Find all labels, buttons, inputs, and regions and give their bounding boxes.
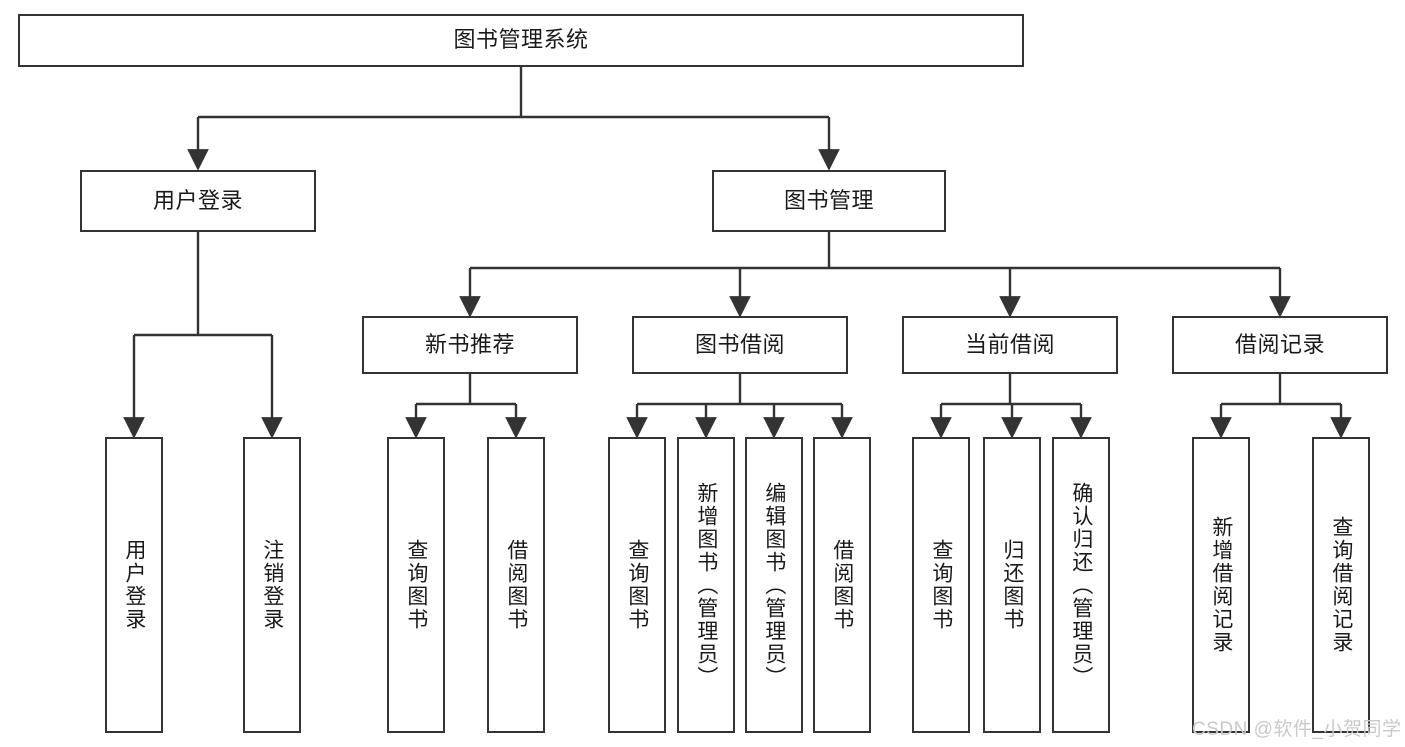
node-leaf-query-book-3[interactable]: 查询图书	[912, 437, 970, 733]
node-leaf-query-record[interactable]: 查询借阅记录	[1312, 437, 1370, 733]
node-leaf-add-record-label: 新增借阅记录	[1209, 516, 1233, 654]
node-current-borrow[interactable]: 当前借阅	[902, 316, 1118, 374]
node-new-book-rec[interactable]: 新书推荐	[362, 316, 578, 374]
node-leaf-logout[interactable]: 注销登录	[243, 437, 301, 733]
node-leaf-confirm-return-label: 确认归还（管理员）	[1069, 481, 1093, 689]
node-leaf-borrow-book-1-label: 借阅图书	[504, 539, 528, 631]
node-leaf-user-login-label: 用户登录	[122, 539, 146, 631]
node-leaf-add-book[interactable]: 新增图书（管理员）	[677, 437, 735, 733]
node-book-borrow[interactable]: 图书借阅	[632, 316, 848, 374]
node-leaf-query-book-3-label: 查询图书	[929, 539, 953, 631]
node-borrow-record[interactable]: 借阅记录	[1172, 316, 1388, 374]
node-book-manage-label: 图书管理	[783, 187, 874, 213]
node-leaf-query-book-2[interactable]: 查询图书	[608, 437, 666, 733]
node-leaf-add-record[interactable]: 新增借阅记录	[1192, 437, 1250, 733]
node-root[interactable]: 图书管理系统	[18, 14, 1024, 67]
node-leaf-borrow-book-2[interactable]: 借阅图书	[813, 437, 871, 733]
node-book-borrow-label: 图书借阅	[694, 331, 785, 357]
node-leaf-edit-book[interactable]: 编辑图书（管理员）	[745, 437, 803, 733]
node-leaf-add-book-label: 新增图书（管理员）	[694, 481, 718, 689]
node-current-borrow-label: 当前借阅	[964, 331, 1055, 357]
node-leaf-user-login[interactable]: 用户登录	[105, 437, 163, 733]
node-leaf-query-record-label: 查询借阅记录	[1329, 516, 1353, 654]
node-leaf-confirm-return[interactable]: 确认归还（管理员）	[1052, 437, 1110, 733]
node-leaf-logout-label: 注销登录	[260, 539, 284, 631]
node-leaf-query-book-1[interactable]: 查询图书	[387, 437, 445, 733]
node-book-manage[interactable]: 图书管理	[712, 170, 946, 232]
csdn-watermark: CSDN @软件_小贺同学	[1192, 719, 1402, 740]
node-borrow-record-label: 借阅记录	[1234, 331, 1325, 357]
node-new-book-rec-label: 新书推荐	[424, 331, 515, 357]
node-leaf-query-book-1-label: 查询图书	[404, 539, 428, 631]
node-root-label: 图书管理系统	[453, 27, 589, 53]
node-leaf-borrow-book-2-label: 借阅图书	[830, 539, 854, 631]
node-leaf-edit-book-label: 编辑图书（管理员）	[762, 481, 786, 689]
node-leaf-query-book-2-label: 查询图书	[625, 539, 649, 631]
node-leaf-return-book-label: 归还图书	[1000, 539, 1024, 631]
node-leaf-borrow-book-1[interactable]: 借阅图书	[487, 437, 545, 733]
node-leaf-return-book[interactable]: 归还图书	[983, 437, 1041, 733]
node-user-login[interactable]: 用户登录	[80, 170, 316, 232]
node-user-login-label: 用户登录	[152, 187, 243, 213]
